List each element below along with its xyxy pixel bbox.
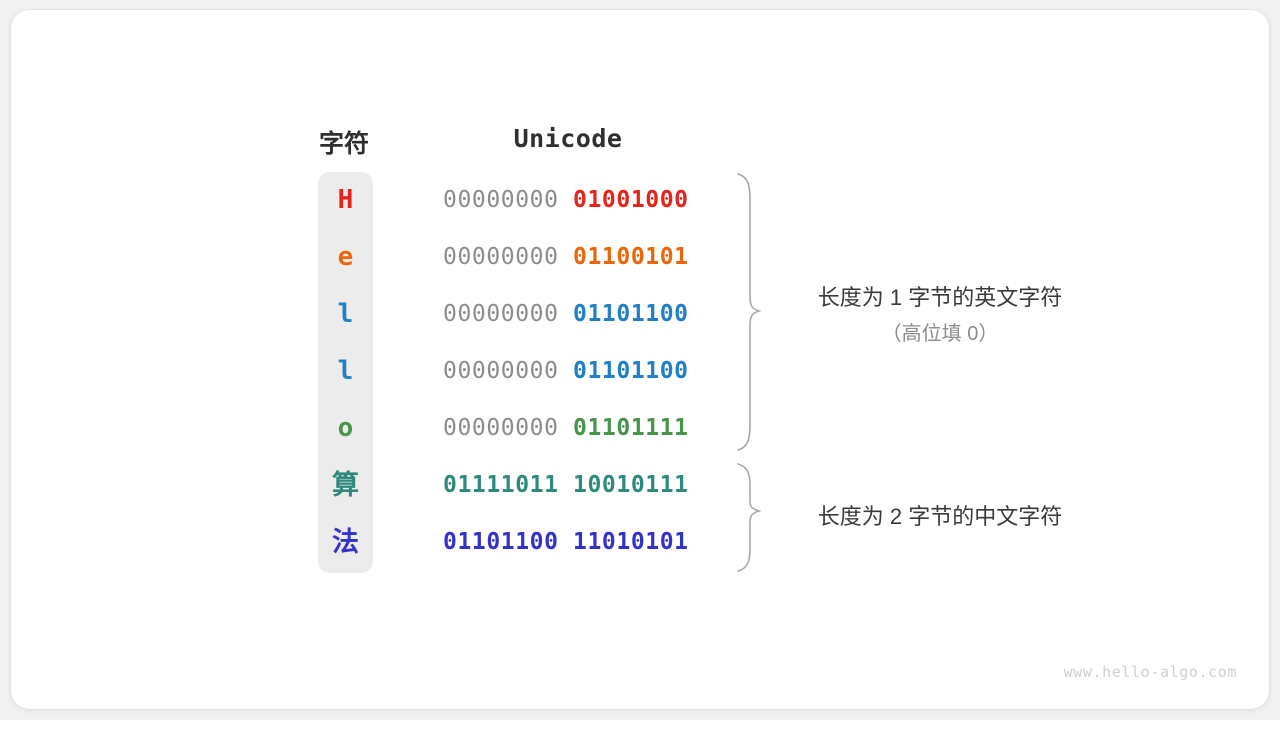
row-unicode-binary: 01101100 11010101	[443, 514, 703, 571]
high-byte: 00000000	[443, 301, 559, 327]
row-unicode-binary: 00000000 01101111	[443, 400, 703, 457]
row-character: l	[337, 299, 354, 329]
high-byte: 00000000	[443, 415, 559, 441]
low-byte: 01101111	[573, 415, 689, 441]
high-byte: 00000000	[443, 187, 559, 213]
table-row: e 00000000 01100101	[11, 229, 1269, 286]
annotation-1-byte-label: 长度为 1 字节的英文字符	[817, 285, 1063, 310]
row-character: 法	[332, 527, 359, 558]
figure-card: 字符 Unicode H 00000000 01001000 e 00000000 0…	[11, 10, 1269, 709]
annotation-2-byte-label: 长度为 2 字节的中文字符	[817, 504, 1063, 529]
low-byte: 01100101	[573, 244, 689, 270]
row-character: l	[337, 356, 354, 386]
annotation-1-byte-sublabel: （高位填 0）	[881, 323, 999, 345]
row-unicode-binary: 01111011 10010111	[443, 457, 703, 514]
watermark: www.hello-algo.com	[1063, 663, 1237, 681]
byte-separator	[559, 301, 573, 327]
byte-separator	[559, 472, 573, 498]
low-byte: 01101100	[573, 358, 689, 384]
row-character: e	[337, 242, 354, 272]
high-byte: 00000000	[443, 358, 559, 384]
column-header-character: 字符	[318, 130, 369, 158]
byte-separator	[559, 415, 573, 441]
low-byte: 01101100	[573, 301, 689, 327]
byte-separator	[559, 187, 573, 213]
row-character: H	[337, 185, 354, 215]
byte-separator	[559, 358, 573, 384]
high-byte: 01111011	[443, 472, 559, 498]
row-unicode-binary: 00000000 01100101	[443, 229, 703, 286]
byte-separator	[559, 529, 573, 555]
table-row: l 00000000 01101100	[11, 286, 1269, 343]
low-byte: 01001000	[573, 187, 689, 213]
high-byte: 01101100	[443, 529, 559, 555]
byte-separator	[559, 244, 573, 270]
table-row: o 00000000 01101111	[11, 400, 1269, 457]
low-byte: 10010111	[573, 472, 689, 498]
character-column-background	[318, 172, 373, 573]
row-unicode-binary: 00000000 01101100	[443, 286, 703, 343]
table-row: l 00000000 01101100	[11, 343, 1269, 400]
high-byte: 00000000	[443, 244, 559, 270]
row-unicode-binary: 00000000 01001000	[443, 172, 703, 229]
column-header-unicode: Unicode	[513, 124, 623, 153]
row-character: 算	[332, 470, 359, 501]
table-row: H 00000000 01001000	[11, 172, 1269, 229]
table-row: 法 01101100 11010101	[11, 514, 1269, 571]
row-unicode-binary: 00000000 01101100	[443, 343, 703, 400]
low-byte: 11010101	[573, 529, 689, 555]
table-row: 算 01111011 10010111	[11, 457, 1269, 514]
row-character: o	[337, 413, 354, 443]
